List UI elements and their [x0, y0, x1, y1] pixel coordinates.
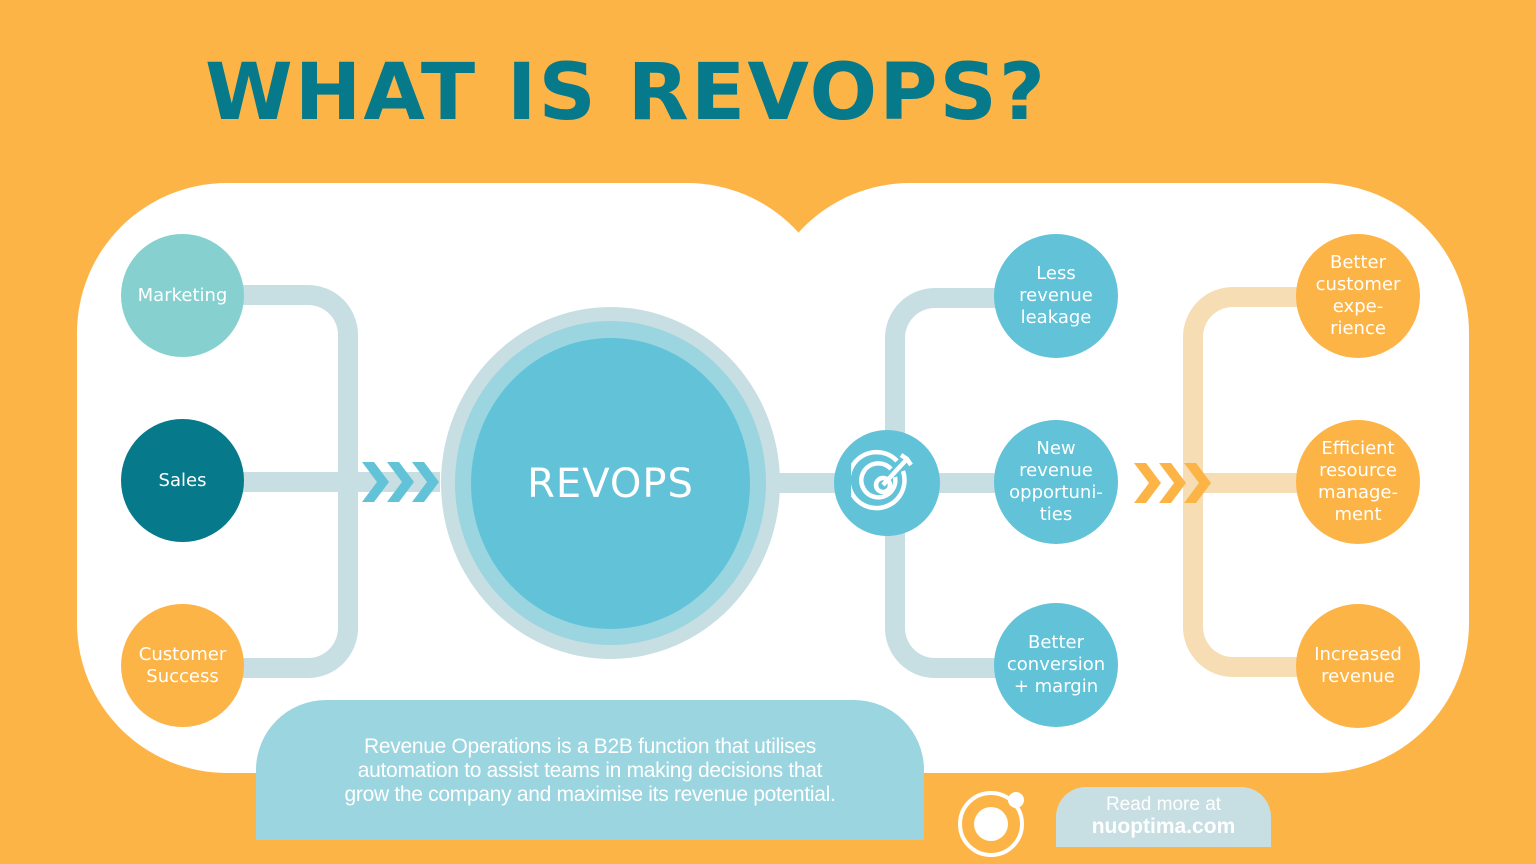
connector-outcome-top: [1183, 287, 1308, 477]
node-better-conversion-margin: Better conversion + margin: [994, 603, 1118, 727]
node-increased-revenue-label: Increased revenue: [1314, 644, 1402, 687]
description-text: Revenue Operations is a B2B function tha…: [344, 735, 836, 806]
connector-core-hub: [778, 473, 848, 493]
description-box: Revenue Operations is a B2B function tha…: [256, 700, 924, 840]
connector-marketing: [240, 285, 358, 485]
revops-core: REVOPS: [471, 338, 750, 629]
node-marketing: Marketing: [121, 234, 244, 357]
node-better-conversion-margin-label: Better conversion + margin: [1006, 632, 1106, 697]
target-icon: [851, 449, 913, 511]
connector-customer-success: [240, 480, 358, 678]
node-better-customer-experience: Better customer expe- rience: [1296, 234, 1420, 358]
read-more-label: Read more at: [1105, 794, 1222, 815]
connector-outcome-middle: [1203, 473, 1308, 493]
chevron-arrows-icon: [1134, 463, 1211, 503]
node-efficient-resource-management: Efficient resource manage- ment: [1296, 420, 1420, 544]
chevron-arrows-icon: [362, 462, 439, 502]
node-customer-success-label: Customer Success: [138, 643, 227, 687]
node-increased-revenue: Increased revenue: [1296, 604, 1420, 728]
node-new-revenue-opportunities: New revenue opportuni- ties: [994, 420, 1118, 544]
hub-node: [834, 430, 940, 536]
read-more-link[interactable]: Read more at nuoptima.com: [1056, 787, 1271, 847]
node-less-revenue-leakage-label: Less revenue leakage: [1019, 263, 1093, 328]
page-title: WHAT IS REVOPS?: [205, 48, 1048, 138]
node-better-customer-experience-label: Better customer expe- rience: [1315, 252, 1401, 339]
nuoptima-logo-icon: [958, 791, 1024, 857]
node-marketing-label: Marketing: [137, 284, 228, 306]
node-sales-label: Sales: [158, 469, 207, 491]
node-efficient-resource-management-label: Efficient resource manage- ment: [1318, 438, 1398, 525]
read-more-site[interactable]: nuoptima.com: [1091, 815, 1236, 838]
revops-core-label: REVOPS: [527, 460, 694, 507]
node-customer-success: Customer Success: [121, 604, 244, 727]
node-sales: Sales: [121, 419, 244, 542]
node-less-revenue-leakage: Less revenue leakage: [994, 234, 1118, 358]
node-new-revenue-opportunities-label: New revenue opportuni- ties: [1009, 438, 1103, 525]
connector-outcome-bottom: [1183, 477, 1308, 677]
connector-sales: [240, 472, 440, 492]
connector-benefit-middle: [930, 473, 1005, 493]
